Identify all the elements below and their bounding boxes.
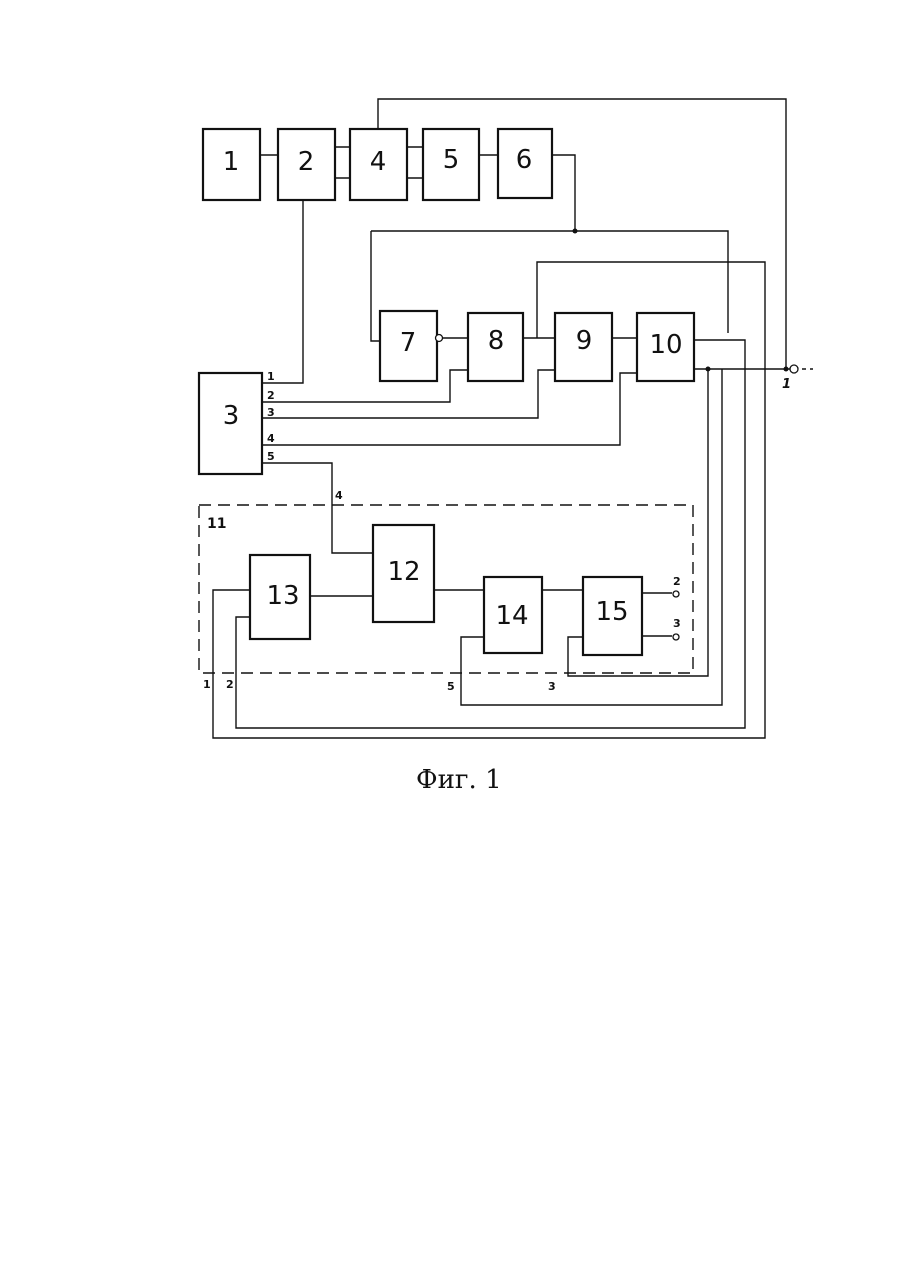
output-label: 3	[673, 617, 681, 630]
block-14-label: 14	[495, 601, 528, 631]
pin-label: 4	[267, 432, 275, 445]
block-9: 9	[555, 313, 612, 381]
block-3-label: 3	[223, 401, 240, 431]
block-12-label: 12	[387, 557, 420, 587]
block-12: 12	[373, 525, 434, 622]
output-label: 2	[673, 575, 681, 588]
block-4-label: 4	[370, 147, 387, 177]
pin-label: 1	[267, 370, 275, 383]
block-13-label: 13	[266, 581, 299, 611]
output-terminal-2	[673, 591, 679, 597]
block-2-label: 2	[298, 147, 315, 177]
block-6: 6	[498, 129, 552, 198]
block-14: 14	[484, 577, 542, 653]
block-5: 5	[423, 129, 479, 200]
output-label: 1	[782, 377, 791, 392]
block-7-label: 7	[400, 328, 417, 358]
block-7: 7	[380, 311, 443, 381]
block-10: 10	[637, 313, 694, 381]
block-1: 1	[203, 129, 260, 200]
wire-label: 3	[548, 680, 556, 693]
block-3: 3	[199, 373, 262, 474]
pin-label: 3	[267, 406, 275, 419]
block-1-label: 1	[223, 147, 240, 177]
block-15: 15	[583, 577, 642, 655]
block-8-label: 8	[488, 326, 505, 356]
inverter-bubble	[436, 335, 443, 342]
block-5-label: 5	[443, 145, 460, 175]
block-15-label: 15	[595, 597, 628, 627]
output-terminal-1	[790, 365, 798, 373]
wire-label: 1	[203, 678, 211, 691]
block-8: 8	[468, 313, 523, 381]
block-4: 4	[350, 129, 407, 200]
block-11-label: 11	[207, 516, 226, 532]
block-13: 13	[250, 555, 310, 639]
wire-label: 4	[335, 489, 343, 502]
pin-label: 2	[267, 389, 275, 402]
block-6-label: 6	[516, 145, 533, 175]
wire-label: 2	[226, 678, 234, 691]
figure-caption: Фиг. 1	[416, 765, 502, 795]
block-10-label: 10	[649, 330, 682, 360]
block-2: 2	[278, 129, 335, 200]
pin-label: 5	[267, 450, 275, 463]
output-terminal-3	[673, 634, 679, 640]
wire-label: 5	[447, 680, 455, 693]
block-9-label: 9	[576, 326, 593, 356]
block-3-pin-labels: 1 2 3 4 5	[267, 370, 275, 463]
